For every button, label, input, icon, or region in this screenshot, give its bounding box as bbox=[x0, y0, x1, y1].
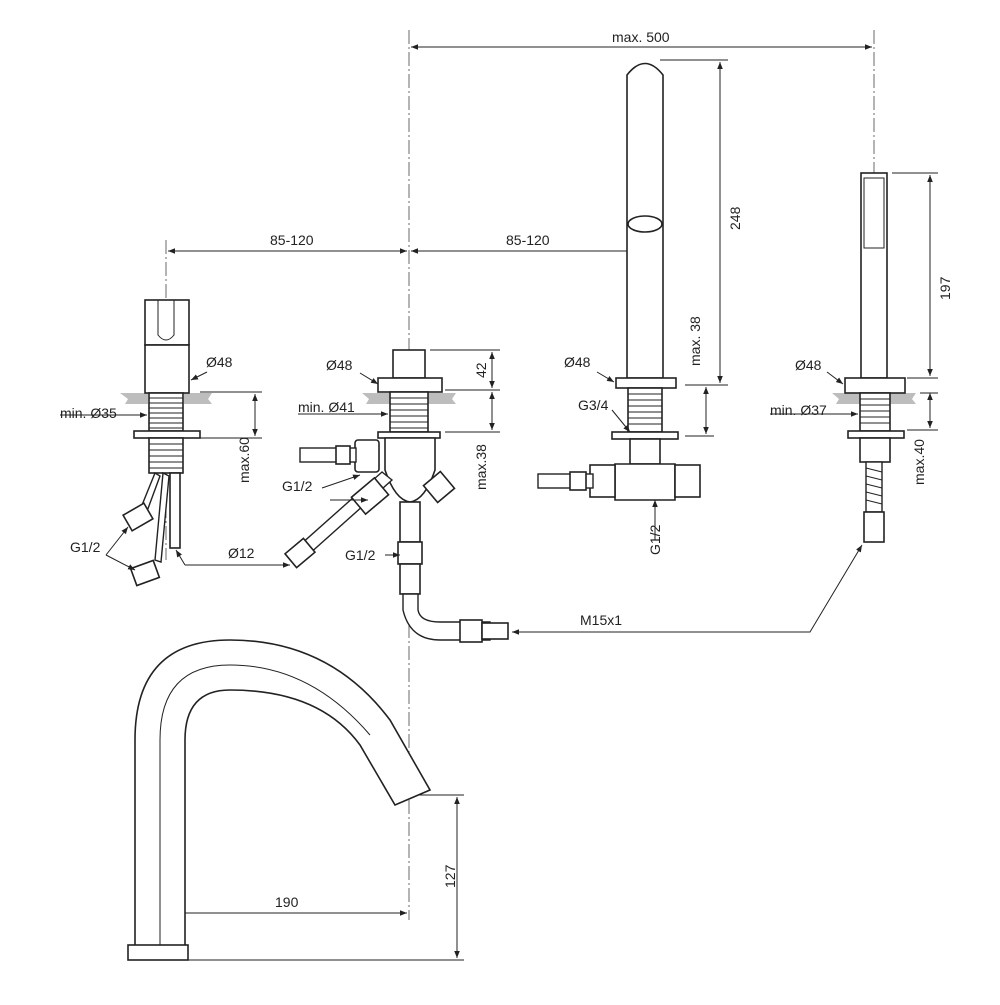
mixer-valve bbox=[122, 299, 201, 587]
label-85-120-right: 85-120 bbox=[506, 232, 550, 248]
label-min-d37: min. Ø37 bbox=[770, 402, 827, 418]
label-g12-mixer: G1/2 bbox=[70, 539, 101, 555]
label-max-60: max.60 bbox=[236, 437, 252, 483]
diverter-valve bbox=[283, 349, 509, 643]
label-max-500: max. 500 bbox=[612, 29, 670, 45]
hand-shower bbox=[844, 172, 906, 543]
label-g12-spout: G1/2 bbox=[647, 524, 663, 555]
dimension-labels: max. 500 85-120 85-120 248 197 42 max. 3… bbox=[60, 29, 953, 910]
label-max-40: max.40 bbox=[911, 439, 927, 485]
label-d48-spout: Ø48 bbox=[564, 354, 591, 370]
label-max-38-spout: max. 38 bbox=[687, 316, 703, 366]
label-min-d41: min. Ø41 bbox=[298, 399, 355, 415]
leader-lines bbox=[60, 371, 863, 635]
label-min-d35: min. Ø35 bbox=[60, 405, 117, 421]
deck-hatching bbox=[120, 393, 916, 404]
label-m15x1: M15x1 bbox=[580, 612, 622, 628]
label-42: 42 bbox=[473, 362, 489, 378]
label-d48-diverter: Ø48 bbox=[326, 357, 353, 373]
label-d48-shower: Ø48 bbox=[795, 357, 822, 373]
label-197: 197 bbox=[937, 276, 953, 300]
spout-profile-view bbox=[127, 639, 432, 961]
label-g12-diverter-bottom: G1/2 bbox=[345, 547, 376, 563]
label-g12-diverter-side: G1/2 bbox=[282, 478, 313, 494]
label-g34: G3/4 bbox=[578, 397, 609, 413]
label-d12: Ø12 bbox=[228, 545, 255, 561]
label-d48-mixer: Ø48 bbox=[206, 354, 233, 370]
center-lines bbox=[165, 30, 875, 920]
label-85-120-left: 85-120 bbox=[270, 232, 314, 248]
label-127: 127 bbox=[442, 864, 458, 888]
label-max-38-diverter: max.38 bbox=[473, 444, 489, 490]
label-248: 248 bbox=[727, 206, 743, 230]
bath-spout bbox=[537, 62, 701, 501]
dimension-lines bbox=[156, 44, 938, 961]
label-190: 190 bbox=[275, 894, 299, 910]
